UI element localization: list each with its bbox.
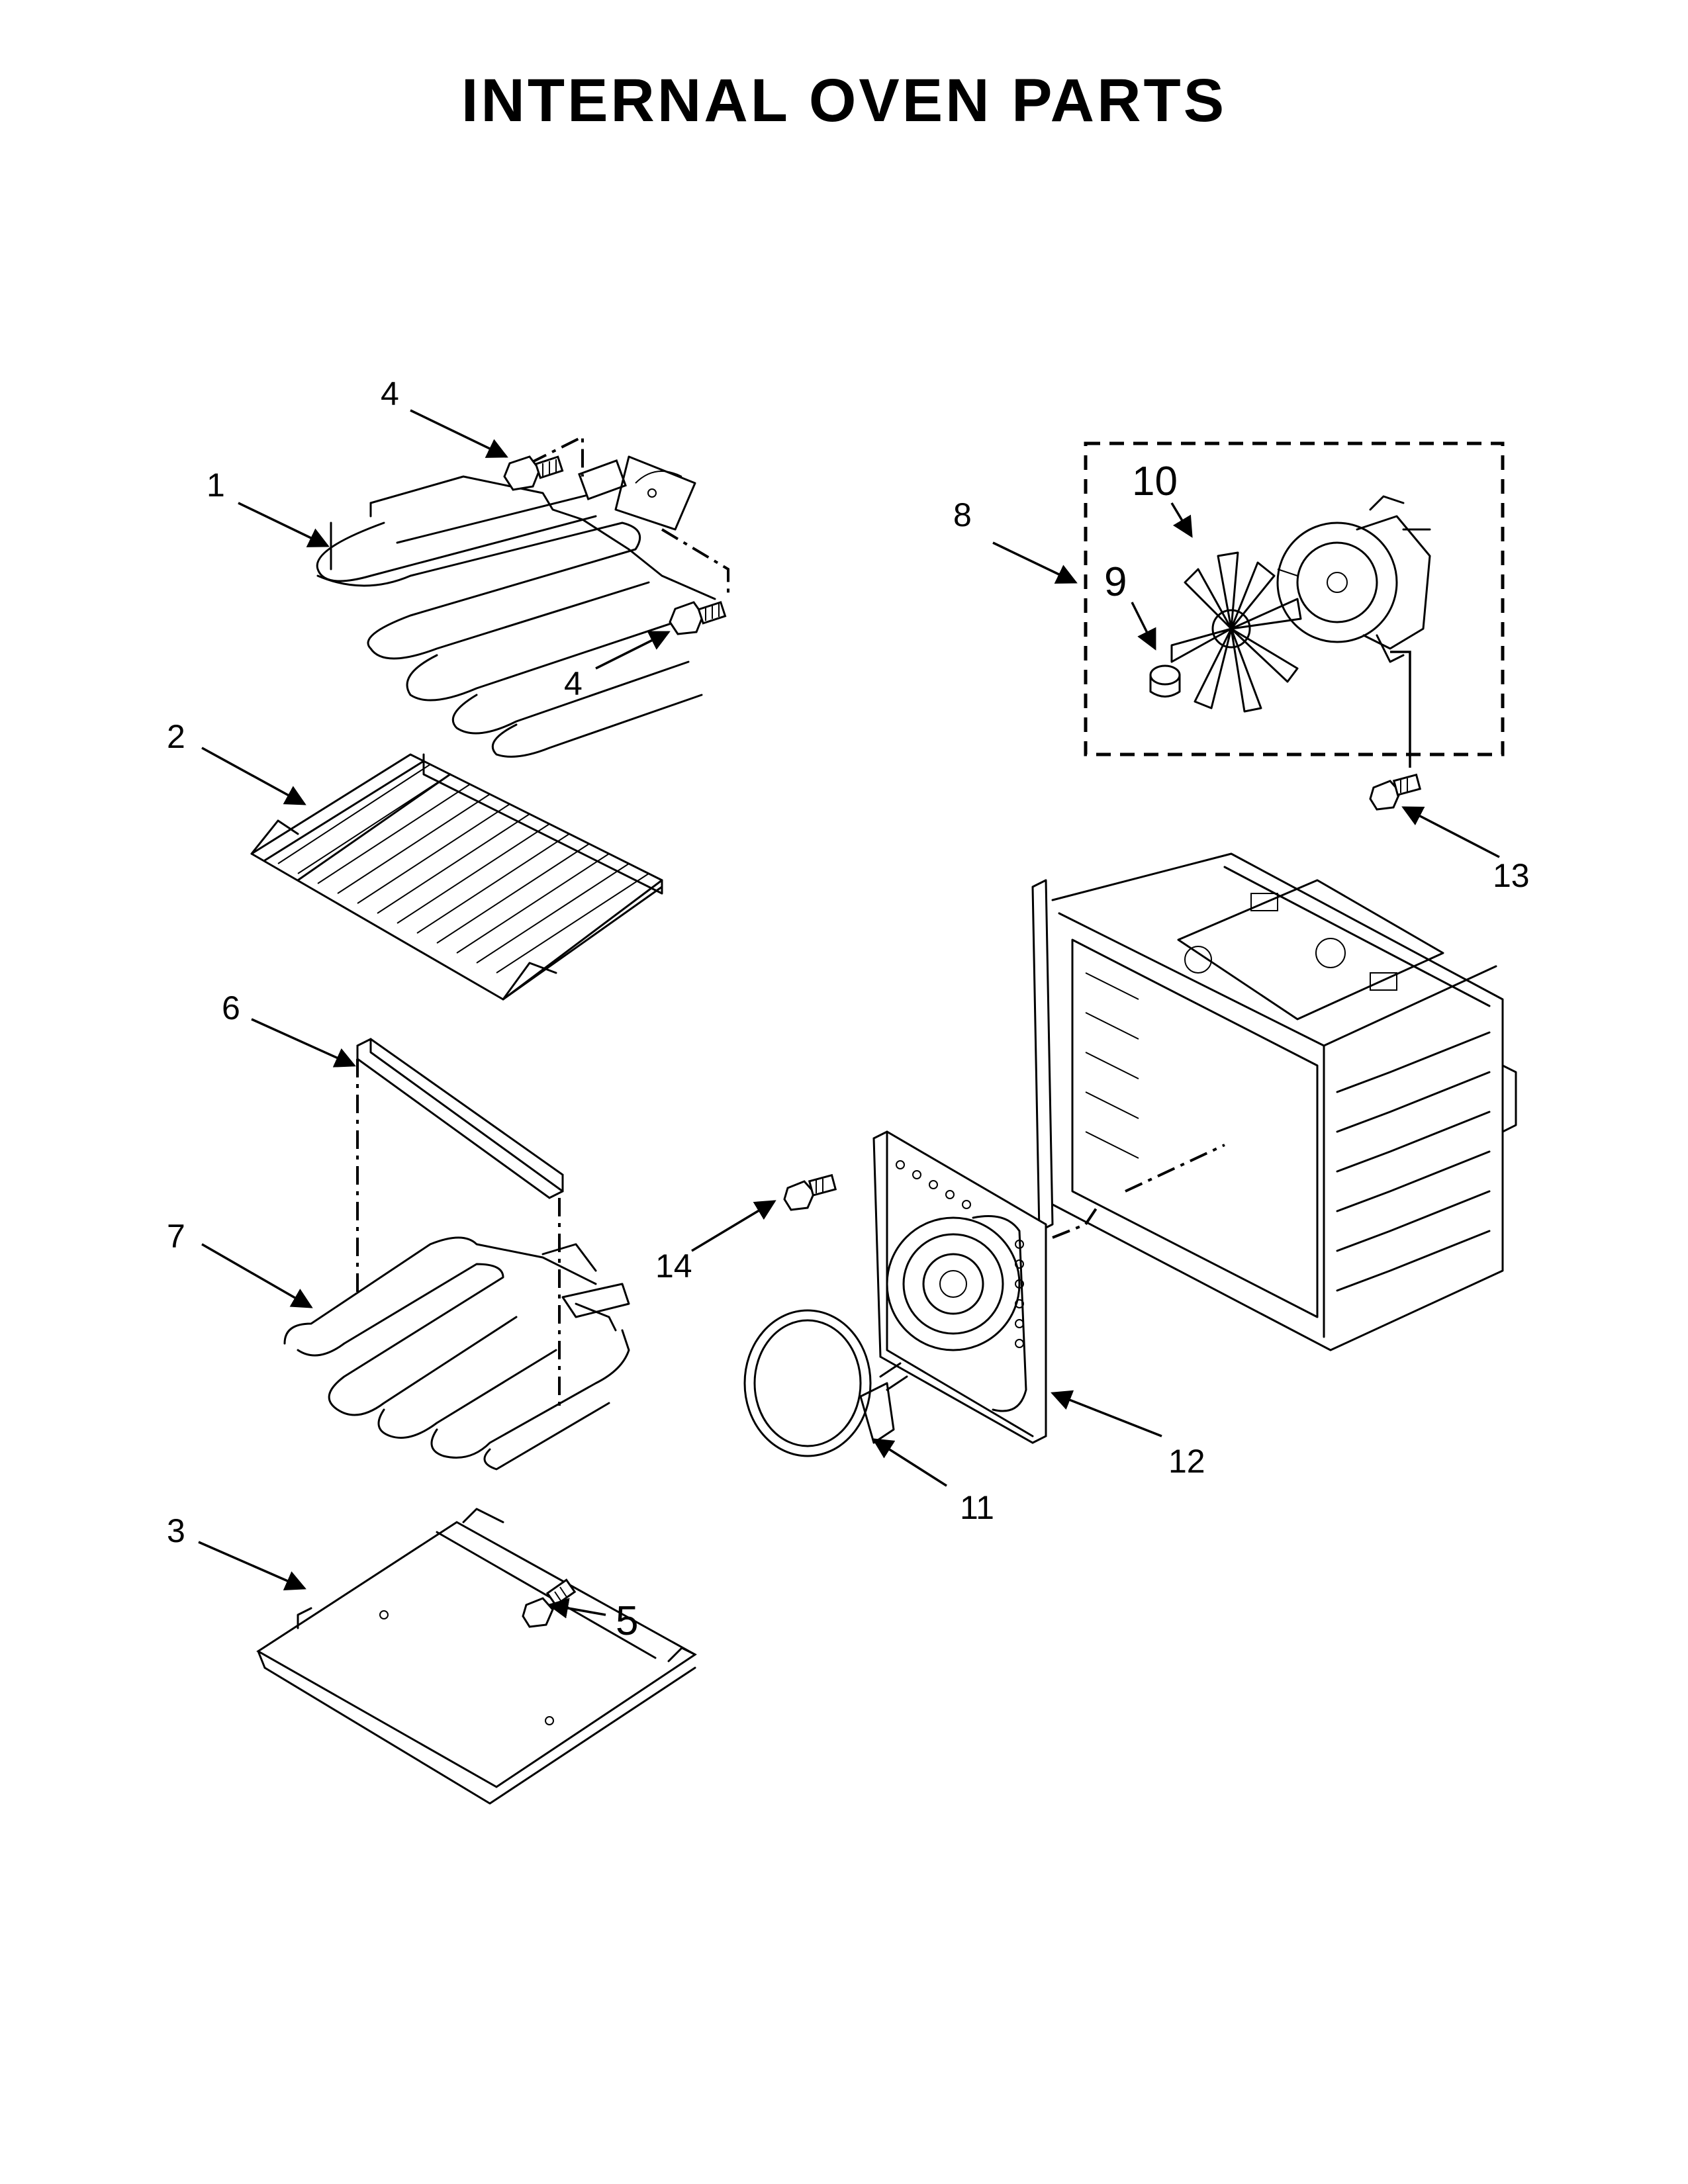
part-12-fan-cover [872,1130,1047,1444]
callout-3: 3 [167,1512,185,1549]
callout-6: 6 [222,989,240,1026]
page-title: INTERNAL OVEN PARTS [461,67,1227,134]
callout-5: 5 [616,1598,638,1644]
assembly-line-12-cavity [1052,1144,1225,1239]
callout-4-top: 4 [381,375,399,412]
part-2-oven-rack [250,753,663,1001]
callout-11: 11 [960,1489,994,1526]
callout-7: 7 [167,1218,185,1255]
screw-14 [783,1173,837,1211]
part-7-bake-element [283,1236,630,1471]
screw-4-bottom [669,601,727,635]
convection-fan-motor [1276,495,1431,663]
part-3-bottom-panel [256,1508,697,1805]
part-8-group-box [1084,441,1505,756]
callout-4-bottom: 4 [564,665,583,702]
leader-arrows [198,409,1500,1619]
callout-14: 14 [655,1248,692,1285]
callout-9: 9 [1104,559,1127,605]
callout-2: 2 [167,718,185,755]
screw-13 [1369,773,1422,811]
callout-8: 8 [953,496,972,533]
part-10-fan-blade [1170,551,1302,713]
callout-1: 1 [207,467,225,504]
callout-labels: 4 1 4 2 6 7 3 5 8 10 9 13 14 12 11 [167,375,1530,1644]
part-9-fan-nut [1149,664,1181,698]
part-1-broil-element [316,434,729,758]
callout-10: 10 [1132,459,1178,504]
oven-cavity [1031,852,1517,1351]
callout-13: 13 [1493,857,1530,894]
part-11-convection-element [743,1309,908,1457]
motor-mount-line [1390,651,1411,768]
callout-12: 12 [1168,1443,1205,1480]
screw-4-top [503,455,564,491]
part-6-element-shield [356,1038,564,1199]
